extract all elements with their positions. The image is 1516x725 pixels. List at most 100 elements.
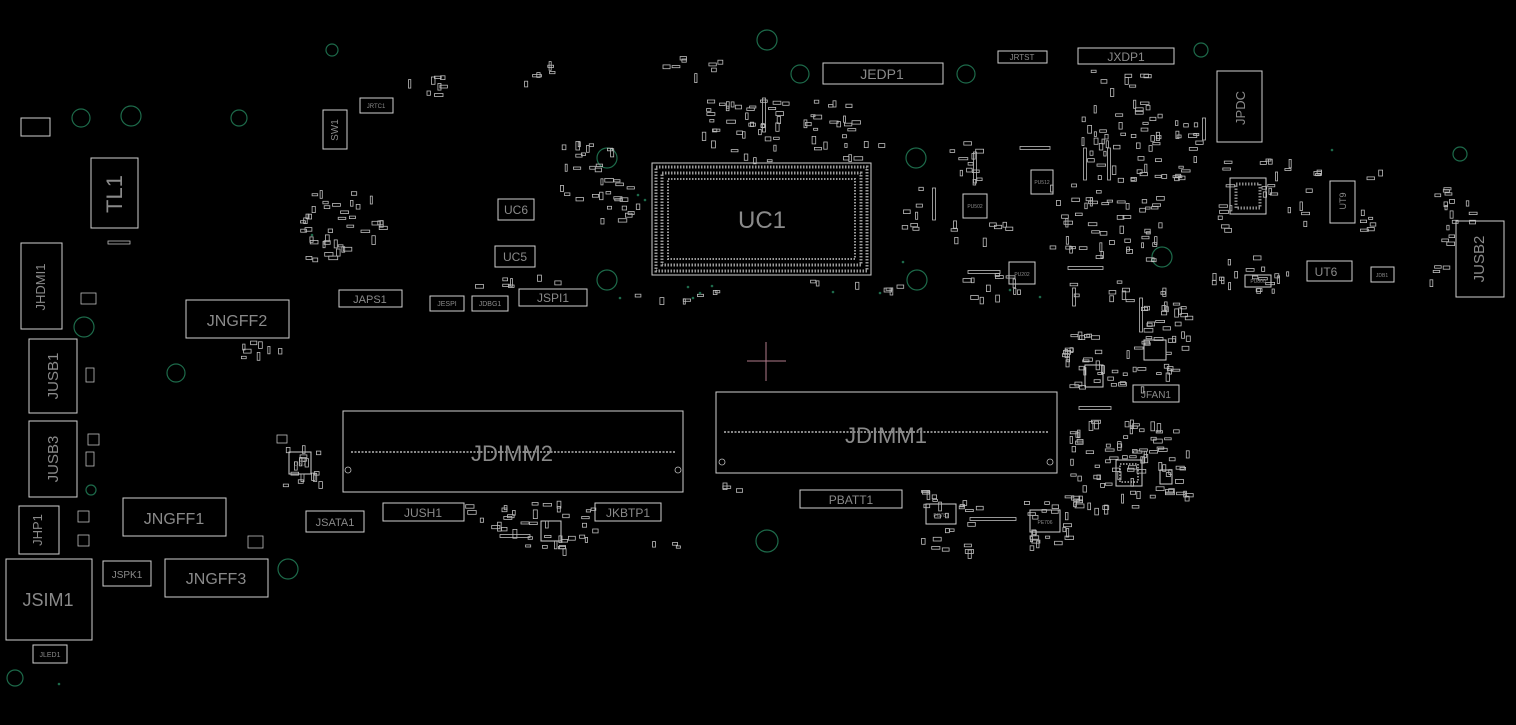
passive-part — [360, 229, 371, 233]
passive-part — [1287, 206, 1291, 214]
passive-part — [1045, 535, 1051, 539]
passive-part — [1029, 545, 1035, 551]
passive-part — [433, 75, 442, 79]
passive-part — [972, 178, 977, 186]
passive-part — [300, 473, 305, 483]
passive-part — [1137, 367, 1147, 371]
passive-part — [604, 177, 614, 183]
passive-part — [1148, 145, 1153, 152]
passive-part — [921, 489, 930, 493]
passive-part — [949, 528, 955, 532]
jhdmi1-label: JHDMI1 — [33, 264, 48, 311]
passive-part — [1095, 255, 1104, 260]
passive-part — [903, 209, 911, 214]
jpdc-label: JPDC — [1233, 91, 1248, 125]
jdbg1-label: JDBG1 — [479, 301, 502, 308]
passive-part — [843, 156, 850, 161]
passive-part — [1119, 225, 1124, 234]
jfan1-connector: JFAN1 — [1132, 384, 1180, 403]
passive-part — [1130, 419, 1134, 429]
passive-part — [1147, 321, 1156, 327]
passive-part — [1127, 467, 1135, 472]
passive-part — [1255, 288, 1263, 293]
passive-part — [1096, 163, 1107, 167]
passive-part — [536, 72, 541, 78]
passive-part — [1432, 269, 1441, 273]
passive-part — [976, 177, 983, 181]
passive-part — [1105, 443, 1111, 448]
passive-part — [813, 99, 820, 104]
passive-part — [1104, 133, 1109, 140]
passive-part — [711, 140, 716, 149]
passive-part — [975, 505, 984, 511]
passive-part — [1174, 321, 1182, 327]
passive-part — [1088, 421, 1094, 431]
passive-part — [1066, 528, 1070, 538]
passive-part — [250, 340, 258, 346]
passive-part — [545, 520, 549, 529]
passive-part — [1163, 363, 1170, 369]
passive-part — [1083, 367, 1087, 376]
passive-part — [1070, 473, 1077, 477]
passive-part — [305, 255, 313, 260]
uc5-chip: UC5 — [494, 245, 536, 268]
passive-part — [717, 59, 724, 65]
jdbg1-connector: JDBG1 — [471, 295, 509, 312]
passive-part — [1222, 167, 1231, 171]
passive-part — [1162, 464, 1167, 472]
passive-part — [813, 127, 819, 131]
passive-part — [1299, 201, 1303, 211]
passive-part — [240, 355, 247, 360]
passive-part — [605, 191, 612, 195]
passive-part — [497, 521, 502, 532]
passive-part — [1181, 169, 1191, 173]
japs1-connector: JAPS1 — [338, 289, 403, 308]
passive-part — [1100, 482, 1105, 488]
passive-part — [938, 501, 942, 512]
passive-part — [1024, 500, 1030, 505]
passive-part — [1125, 202, 1130, 210]
passive-part — [736, 130, 743, 135]
passive-part — [1158, 222, 1163, 229]
passive-part — [1172, 175, 1183, 179]
long-pad — [1083, 147, 1087, 181]
passive-part — [323, 205, 331, 209]
jspi1-connector: JSPI1 — [518, 288, 588, 307]
passive-part — [1130, 477, 1134, 487]
jxdp1-label: JXDP1 — [1107, 50, 1145, 64]
passive-part — [782, 101, 790, 106]
passive-part — [1185, 335, 1191, 342]
passive-part — [1118, 122, 1123, 130]
passive-part — [1133, 99, 1137, 109]
passive-part — [1109, 456, 1119, 460]
passive-part — [548, 61, 552, 71]
passive-part — [1185, 450, 1190, 459]
passive-part — [995, 294, 1000, 303]
passive-part — [1156, 423, 1162, 433]
passive-part — [1158, 461, 1163, 471]
passive-part — [1124, 238, 1131, 243]
passive-part — [1193, 132, 1200, 136]
passive-part — [1100, 79, 1108, 84]
passive-part — [842, 134, 847, 139]
passive-part — [562, 513, 570, 519]
passive-part — [340, 210, 350, 214]
passive-part — [967, 549, 972, 559]
passive-part — [307, 213, 313, 220]
passive-part — [1468, 211, 1478, 215]
passive-part — [299, 458, 308, 462]
passive-part — [503, 505, 508, 511]
ut9-label: UT9 — [1338, 192, 1348, 209]
passive-part — [1122, 215, 1132, 219]
passive-part — [1064, 347, 1074, 353]
pc781-chip: PC781 — [925, 503, 957, 525]
jrtst-connector: JRTST — [997, 50, 1048, 64]
jfan1-label: JFAN1 — [1141, 390, 1171, 401]
jngff2-connector: JNGFF2 — [185, 299, 290, 339]
uc6-chip: UC6 — [497, 198, 535, 221]
passive-part — [600, 217, 605, 225]
passive-part — [355, 203, 361, 210]
passive-part — [1156, 135, 1162, 140]
passive-part — [828, 104, 834, 108]
passive-part — [1188, 147, 1198, 151]
